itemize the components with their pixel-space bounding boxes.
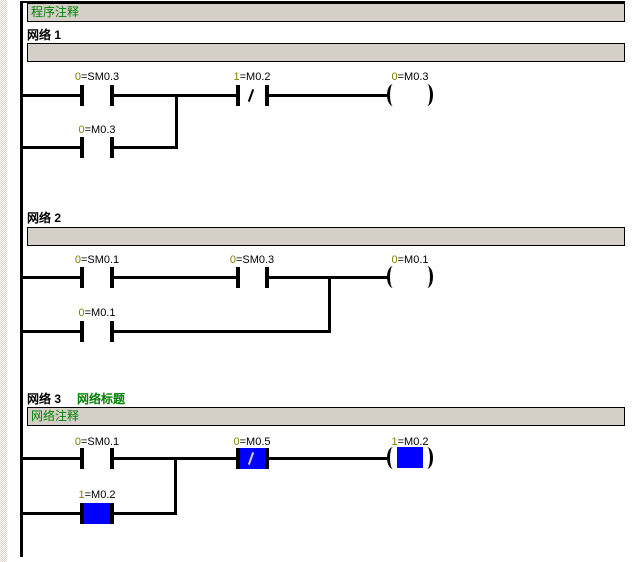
coil-label[interactable]: 0=M0.3 bbox=[370, 71, 450, 84]
contact-2-label[interactable]: 0=SM0.3 bbox=[212, 254, 292, 267]
branch-contact-bar[interactable] bbox=[80, 503, 84, 524]
power-flow-highlight bbox=[84, 503, 110, 524]
no-contact-bar[interactable] bbox=[80, 85, 84, 106]
branch-contact-status: 1 bbox=[78, 489, 85, 501]
coil-operand: =M0.3 bbox=[397, 71, 429, 83]
no-contact-bar[interactable] bbox=[236, 267, 240, 288]
branch-contact-operand: =M0.3 bbox=[84, 124, 116, 136]
network-2-heading[interactable]: 网络 2 bbox=[27, 209, 77, 225]
network-2-heading-text: 网络 2 bbox=[27, 211, 62, 225]
network-3-comment-text: 网络注释 bbox=[31, 409, 80, 423]
branch-contact-bar[interactable] bbox=[80, 321, 84, 342]
no-contact-bar[interactable] bbox=[110, 267, 114, 288]
nc-contact-operand: =M0.5 bbox=[239, 436, 271, 448]
contact-1-label[interactable]: 0=SM0.3 bbox=[57, 71, 137, 84]
coil-status: 1 bbox=[391, 436, 398, 448]
coil-right-paren-icon[interactable] bbox=[421, 447, 433, 469]
wire-segment bbox=[114, 330, 331, 333]
no-contact-bar[interactable] bbox=[80, 267, 84, 288]
branch-join-wire bbox=[174, 457, 177, 515]
wire-segment bbox=[114, 276, 236, 279]
network-3-comment-bar[interactable]: 网络注释 bbox=[27, 407, 625, 426]
network-1-heading[interactable]: 网络 1 bbox=[27, 26, 77, 42]
program-comment-bar[interactable]: 程序注释 bbox=[27, 3, 625, 22]
contact-1-operand: =SM0.1 bbox=[80, 436, 120, 448]
no-contact-bar[interactable] bbox=[80, 448, 84, 469]
power-flow-highlight bbox=[397, 447, 423, 468]
network-3-heading-text: 网络 3 bbox=[27, 392, 62, 406]
nc-contact-bar[interactable] bbox=[265, 85, 269, 106]
branch-contact-label[interactable]: 1=M0.2 bbox=[57, 489, 137, 502]
branch-contact-bar[interactable] bbox=[110, 321, 114, 342]
no-contact-bar[interactable] bbox=[110, 448, 114, 469]
branch-contact-label[interactable]: 0=M0.1 bbox=[57, 307, 137, 320]
coil-label[interactable]: 1=M0.2 bbox=[370, 436, 450, 449]
coil-right-paren-icon[interactable] bbox=[421, 84, 433, 106]
coil-right-paren-icon[interactable] bbox=[421, 266, 433, 288]
nc-contact-status: 0 bbox=[233, 436, 240, 448]
nc-contact-label[interactable]: 1=M0.2 bbox=[212, 71, 292, 84]
network-2-comment-bar[interactable] bbox=[27, 227, 625, 246]
wire-segment bbox=[269, 94, 387, 97]
coil-status: 0 bbox=[391, 254, 398, 266]
coil-operand: =M0.1 bbox=[397, 254, 429, 266]
wire-segment bbox=[23, 276, 80, 279]
coil-left-paren-icon[interactable] bbox=[387, 84, 399, 106]
nc-contact-bar[interactable] bbox=[236, 448, 240, 469]
coil-left-paren-icon[interactable] bbox=[387, 266, 399, 288]
branch-contact-bar[interactable] bbox=[80, 137, 84, 158]
contact-1-label[interactable]: 0=SM0.1 bbox=[57, 254, 137, 267]
nc-contact-operand: =M0.2 bbox=[239, 71, 271, 83]
no-contact-bar[interactable] bbox=[110, 85, 114, 106]
wire-segment bbox=[23, 94, 80, 97]
wire-segment bbox=[269, 457, 387, 460]
nc-slash-icon bbox=[247, 89, 255, 102]
branch-contact-bar[interactable] bbox=[110, 503, 114, 524]
wire-segment bbox=[114, 146, 178, 149]
contact-1-operand: =SM0.3 bbox=[80, 71, 120, 83]
contact-1-operand: =SM0.1 bbox=[80, 254, 120, 266]
network-3-heading[interactable]: 网络 3 网络标题 bbox=[27, 390, 126, 406]
contact-1-status: 0 bbox=[74, 436, 81, 448]
branch-join-wire bbox=[175, 94, 178, 149]
coil-status: 0 bbox=[391, 71, 398, 83]
branch-contact-status: 0 bbox=[78, 307, 85, 319]
nc-contact-status: 1 bbox=[233, 71, 240, 83]
power-flow-highlight bbox=[240, 448, 265, 469]
left-power-rail bbox=[20, 1, 23, 557]
branch-contact-label[interactable]: 0=M0.3 bbox=[57, 124, 137, 137]
contact-2-status: 0 bbox=[229, 254, 236, 266]
top-border-line bbox=[20, 1, 625, 3]
branch-contact-operand: =M0.1 bbox=[84, 307, 116, 319]
branch-contact-status: 0 bbox=[78, 124, 85, 136]
wire-segment bbox=[23, 457, 80, 460]
network-1-heading-text: 网络 1 bbox=[27, 28, 62, 42]
coil-left-paren-icon[interactable] bbox=[387, 447, 399, 469]
branch-join-wire bbox=[328, 276, 331, 333]
nc-contact-bar[interactable] bbox=[265, 448, 269, 469]
no-contact-bar[interactable] bbox=[265, 267, 269, 288]
wire-segment bbox=[114, 512, 177, 515]
coil-operand: =M0.2 bbox=[397, 436, 429, 448]
network-3-title: 网络标题 bbox=[77, 392, 126, 406]
wire-segment bbox=[23, 330, 80, 333]
contact-1-status: 0 bbox=[74, 71, 81, 83]
contact-1-status: 0 bbox=[74, 254, 81, 266]
wire-segment bbox=[23, 146, 80, 149]
branch-contact-bar[interactable] bbox=[110, 137, 114, 158]
contact-1-label[interactable]: 0=SM0.1 bbox=[57, 436, 137, 449]
nc-contact-label[interactable]: 0=M0.5 bbox=[212, 436, 292, 449]
branch-contact-operand: =M0.2 bbox=[84, 489, 116, 501]
contact-2-operand: =SM0.3 bbox=[235, 254, 275, 266]
wire-segment bbox=[23, 512, 80, 515]
left-margin-gutter bbox=[0, 0, 7, 562]
coil-label[interactable]: 0=M0.1 bbox=[370, 254, 450, 267]
nc-contact-bar[interactable] bbox=[236, 85, 240, 106]
program-comment-text: 程序注释 bbox=[31, 5, 80, 19]
network-1-comment-bar[interactable] bbox=[27, 43, 625, 62]
